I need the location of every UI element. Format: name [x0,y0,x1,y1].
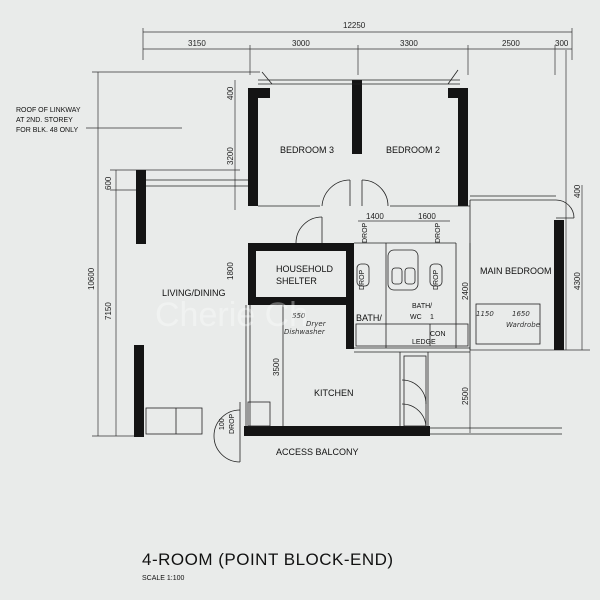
label-living-dining: LIVING/DINING [162,288,226,298]
hand-bath-3: Wardrobe [506,321,540,329]
doors [213,179,575,463]
dim-seg-2: 3000 [292,39,310,48]
linkway-line-2: AT 2ND. STOREY [16,117,73,124]
dim-kitchen-depth: 3500 [272,358,281,376]
linkway-line-3: FOR BLK. 48 ONLY [16,127,78,134]
label-wc-number: 1 [430,314,434,321]
dim-kitchen-height: 2500 [461,387,470,405]
label-wc-2: WC [410,314,422,321]
dim-wc-width: 1600 [418,212,436,221]
drop-label-2: DROP [435,222,442,243]
label-shelter-1: HOUSEHOLD [276,264,334,274]
hand-bath-2: 1650 [512,310,530,318]
label-wc-1: BATH/ [412,303,432,310]
dim-left-lower: 7150 [104,302,113,320]
label-shelter-2: SHELTER [276,276,317,286]
plan-scale: SCALE 1:100 [142,575,185,582]
dim-seg-1: 3150 [188,39,206,48]
dim-bath-height: 2400 [461,282,470,300]
left-dimensions: 10600 600 7150 400 3200 1800 3500 [87,71,281,437]
hand-kitchen-3: Dishwasher [284,328,326,336]
dim-right-main: 4300 [573,272,582,290]
ledge-label: LEDGE [412,339,436,346]
dim-bedroom3-depth: 3200 [226,147,235,165]
hand-bath-1: 1150 [476,310,494,318]
dim-seg-5: 300 [555,39,569,48]
label-main-bedroom: MAIN BEDROOM [480,266,552,276]
label-bath: BATH/ [356,313,382,323]
room-labels: BEDROOM 3 BEDROOM 2 MAIN BEDROOM LIVING/… [162,145,552,457]
hand-kitchen-2: Dryer [306,320,327,328]
handwritten-notes: 550 Dryer Dishwasher 1150 1650 Wardrobe [284,310,540,336]
dim-seg-4: 2500 [502,39,520,48]
right-dimensions: 400 4300 2400 2500 1400 1600 [358,50,590,433]
door-width-label: 100 [219,418,226,430]
watermark: Cherie Ch [155,296,308,334]
dim-left-overall: 10600 [87,267,96,290]
drop-label-5: DROP [229,413,236,434]
con-label: CON [430,331,446,338]
dim-overall-width: 12250 [343,21,366,30]
walls [134,69,564,437]
dim-shelter-height: 1800 [226,262,235,280]
dim-seg-3: 3300 [400,39,418,48]
label-access-balcony: ACCESS BALCONY [276,447,359,457]
drop-label-3: DROP [359,269,366,290]
top-dimensions: 12250 3150 3000 3300 2500 300 [142,21,573,75]
linkway-note: ROOF OF LINKWAY AT 2ND. STOREY FOR BLK. … [16,107,182,134]
fixture-labels: DROP DROP DROP DROP DROP 100 CON LEDGE [219,222,446,434]
hand-kitchen-1: 550 [292,312,306,320]
linkway-line-1: ROOF OF LINKWAY [16,107,81,114]
dim-bath-width: 1400 [366,212,384,221]
drop-label-1: DROP [362,222,369,243]
label-bedroom3: BEDROOM 3 [280,145,334,155]
bath-fixtures [355,249,541,347]
kitchen-fixtures [145,355,427,435]
dim-right-top: 400 [573,184,582,198]
plan-title: 4-ROOM (POINT BLOCK-END) [142,550,394,569]
dim-bedroom3-top: 400 [226,86,235,100]
dim-left-upper: 600 [104,176,113,190]
label-bedroom2: BEDROOM 2 [386,145,440,155]
label-kitchen: KITCHEN [314,388,354,398]
drop-label-4: DROP [433,269,440,290]
